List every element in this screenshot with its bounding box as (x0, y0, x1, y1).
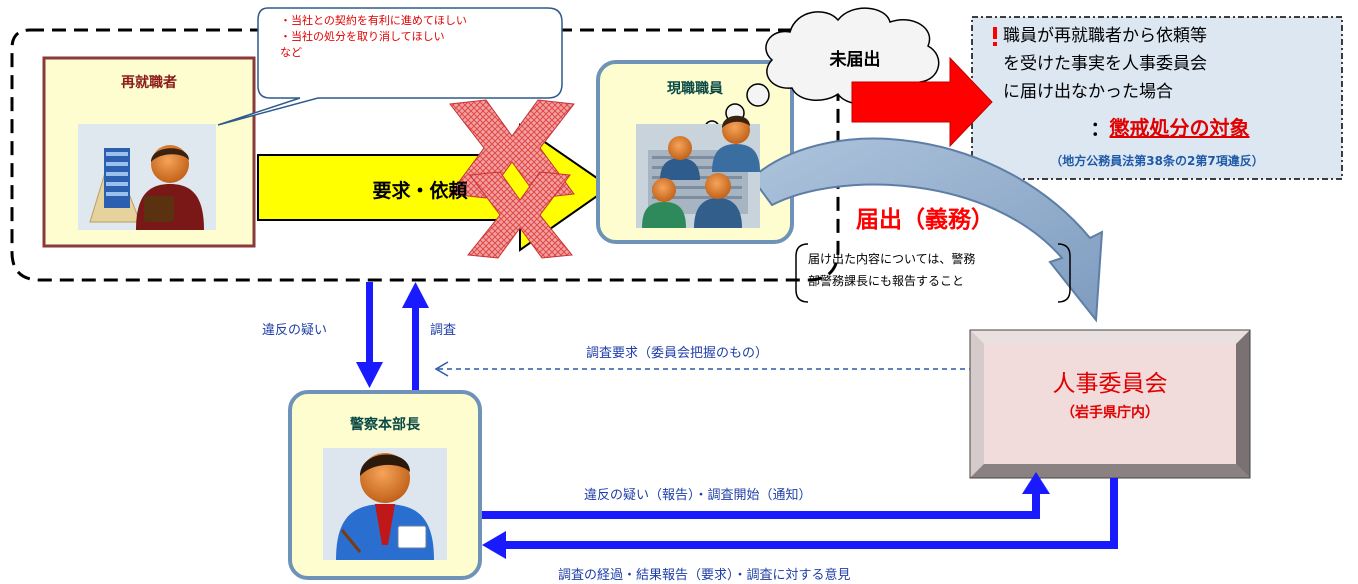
request-label: 要求・依頼 (372, 180, 468, 202)
staff-label: 現職職員 (667, 81, 723, 97)
speech-line: など (280, 46, 302, 59)
punishment-label: 懲戒処分の対象 (1109, 116, 1250, 140)
speech-line: ・当社の処分を取り消してほしい (280, 30, 445, 43)
progress-label: 調査の経過・結果報告（要求）・調査に対する意見 (558, 568, 851, 583)
warning-box (971, 16, 1343, 180)
police-chief-label: 警察本部長 (350, 417, 420, 433)
suspicion-label: 違反の疑い (262, 323, 328, 338)
warning-arrow (851, 56, 993, 148)
speech-line: ・当社との契約を有利に進めてほしい (280, 14, 467, 27)
warning-exclamation-icon (993, 27, 997, 46)
report-start-arrow (482, 472, 1050, 519)
note-text: 届け出た内容については、警務 部警務課長にも報告すること (808, 248, 1068, 292)
note-line: 部警務課長にも報告すること (808, 274, 965, 288)
commission-title: 人事委員会 (1052, 371, 1168, 397)
progress-arrow (482, 478, 1118, 559)
warning-line: に届け出なかった場合 (1003, 82, 1173, 102)
staff-group-image (636, 115, 760, 228)
cross-mark (449, 99, 575, 259)
report-duty-label: 届出（義務） (856, 207, 994, 233)
warning-text: 職員が再就職者から依頼等 を受けた事実を人事委員会 に届け出なかった場合 (1003, 22, 1333, 106)
group-dashed-border (10, 28, 840, 282)
punishment-line: ：懲戒処分の対象 (1000, 112, 1340, 141)
investigation-arrow (402, 282, 429, 390)
suspicion-arrow (356, 282, 383, 388)
punishment-prefix: ： (1090, 118, 1110, 140)
report-start-label: 違反の疑い（報告）・調査開始（通知） (584, 488, 812, 503)
commission-box (969, 329, 1251, 479)
warning-line: を受けた事実を人事委員会 (1003, 54, 1207, 74)
not-reported-label: 未届出 (829, 50, 881, 70)
commission-subtitle: （岩手県庁内） (1061, 405, 1159, 421)
reemployed-label: 再就職者 (121, 75, 177, 91)
warning-line: 職員が再就職者から依頼等 (1003, 26, 1207, 46)
investigation-request-arrow (434, 361, 970, 377)
investigation-label: 調査 (430, 323, 457, 338)
speech-bubble (217, 7, 563, 126)
law-reference: （地方公務員法第38条の2第7項違反） (1050, 154, 1264, 168)
note-bracket (795, 243, 1071, 303)
note-line: 届け出た内容については、警務 (808, 252, 976, 266)
reemployed-person-image (78, 124, 216, 230)
report-curve-arrow (750, 137, 1104, 323)
investigation-request-label: 調査要求（委員会把握のもの） (586, 346, 769, 361)
police-chief-image (323, 448, 447, 560)
speech-text: ・当社との契約を有利に進めてほしい ・当社の処分を取り消してほしい など (280, 13, 560, 61)
